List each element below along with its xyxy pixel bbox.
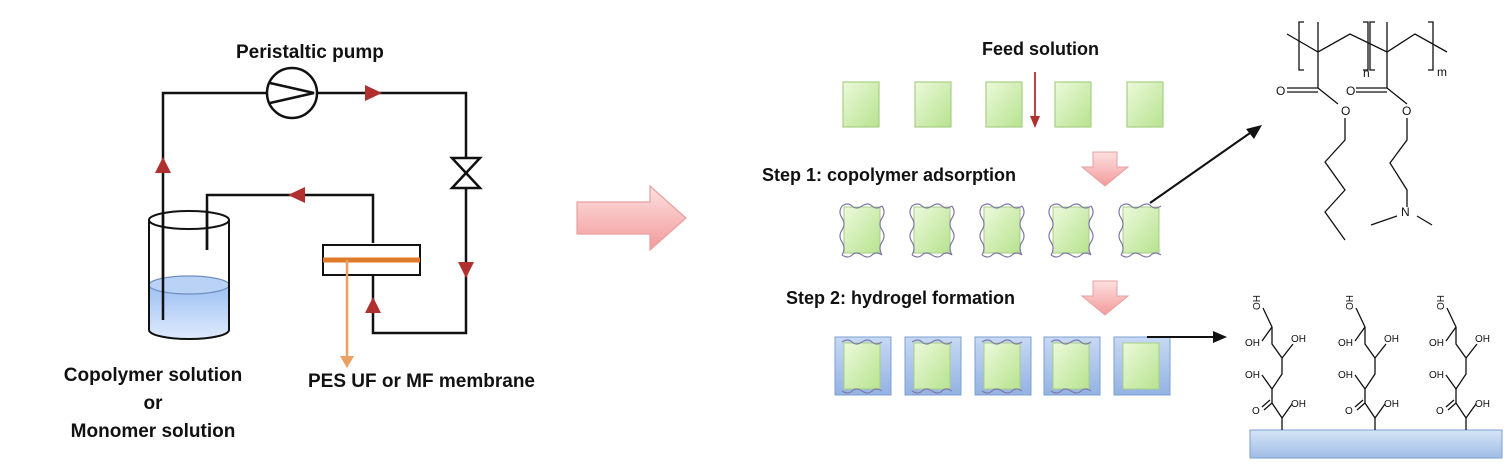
svg-text:OH: OH	[1436, 295, 1447, 310]
svg-text:OH: OH	[1429, 338, 1444, 349]
hydrogel-particle	[1113, 336, 1171, 396]
svg-text:m: m	[1437, 65, 1447, 79]
svg-text:OH: OH	[1345, 295, 1356, 310]
particle	[842, 81, 880, 128]
feed-solution-label: Feed solution	[982, 39, 1099, 59]
svg-text:O: O	[1345, 406, 1353, 417]
svg-text:O: O	[1276, 84, 1285, 98]
svg-text:OH: OH	[1384, 334, 1399, 345]
svg-text:OH: OH	[1338, 338, 1353, 349]
coated-particle	[1118, 203, 1162, 258]
feed-arrow	[1030, 72, 1040, 128]
coated-particle	[1048, 203, 1094, 258]
flow-arrow-return	[288, 187, 305, 203]
particle	[914, 81, 952, 128]
reservoir-label: Copolymer solution or Monomer solution	[40, 362, 266, 446]
sugar-chain-2: OH OH OH OH OH O	[1338, 295, 1399, 430]
hydrogel-particle	[904, 336, 962, 396]
sugar-chain-3: OH OH OH OH OH O	[1429, 295, 1490, 430]
svg-text:OH: OH	[1338, 370, 1353, 381]
coated-particle	[979, 203, 1025, 258]
particle	[1126, 81, 1164, 128]
particle	[1054, 81, 1092, 128]
membrane-label: PES UF or MF membrane	[308, 371, 535, 392]
hydrogel-particle	[834, 336, 892, 396]
flow-arrow-module-up	[365, 297, 381, 313]
copolymer-labels: n m O O O O N	[1276, 65, 1447, 219]
flow-arrow-up-left	[155, 157, 171, 173]
svg-text:OH: OH	[1291, 334, 1306, 345]
svg-text:O: O	[1341, 104, 1350, 118]
reservoir-beaker	[148, 210, 230, 340]
coated-particle	[839, 203, 885, 258]
peristaltic-pump-icon	[265, 66, 319, 120]
svg-text:n: n	[1363, 66, 1370, 80]
step2-label: Step 2: hydrogel formation	[786, 288, 1016, 308]
flow-arrow-top	[365, 85, 382, 101]
svg-text:OH: OH	[1252, 295, 1263, 310]
flow-direction-arrows	[155, 85, 474, 313]
sugar-chain-1: OH OH OH OH OH O	[1245, 295, 1306, 430]
step1-down-arrow	[1080, 151, 1130, 187]
hydrogel-particle	[974, 336, 1032, 396]
svg-text:OH: OH	[1245, 338, 1260, 349]
svg-text:O: O	[1346, 84, 1355, 98]
svg-text:O: O	[1402, 104, 1411, 118]
svg-text:OH: OH	[1245, 370, 1260, 381]
feed-particle-row	[842, 81, 1164, 128]
pump-label: Peristaltic pump	[236, 42, 384, 63]
svg-text:OH: OH	[1291, 399, 1306, 410]
reservoir-label-line3: Monomer solution	[70, 421, 236, 442]
particle	[985, 81, 1023, 128]
svg-text:OH: OH	[1475, 334, 1490, 345]
step1-label: Step 1: copolymer adsorption	[762, 165, 1017, 185]
reservoir-label-line2: or	[143, 393, 163, 414]
copolymer-structure	[1286, 21, 1448, 241]
hydrogel-particle-row	[834, 336, 1171, 396]
valve-icon	[449, 156, 483, 190]
reservoir-label-line1: Copolymer solution	[63, 365, 243, 386]
substrate	[1249, 429, 1503, 459]
flow-arrow-right-down	[458, 262, 474, 278]
hydrogel-particle	[1043, 336, 1101, 396]
svg-text:OH: OH	[1429, 370, 1444, 381]
svg-text:OH: OH	[1384, 399, 1399, 410]
svg-text:O: O	[1252, 406, 1260, 417]
process-arrow	[576, 184, 687, 252]
membrane-module	[322, 244, 421, 368]
step2-down-arrow	[1080, 280, 1130, 316]
svg-text:O: O	[1436, 406, 1444, 417]
svg-text:OH: OH	[1475, 399, 1490, 410]
structure-pointer-arrows	[1147, 125, 1262, 343]
adsorbed-particle-row	[839, 203, 1162, 258]
svg-text:N: N	[1401, 205, 1410, 219]
coated-particle	[909, 203, 955, 258]
